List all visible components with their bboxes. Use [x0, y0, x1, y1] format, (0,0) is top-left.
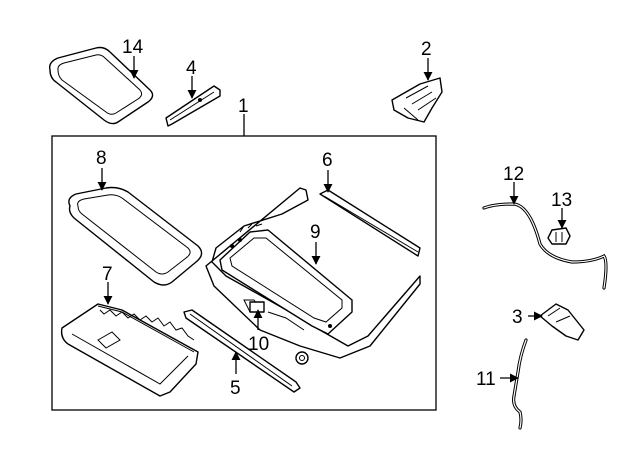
callout-12: 12 [503, 164, 524, 185]
callout-9: 9 [310, 222, 321, 243]
callout-7: 7 [102, 264, 113, 285]
part-13-hose-clip [547, 227, 571, 245]
part-3-bracket [539, 303, 585, 341]
callout-1: 1 [238, 96, 249, 117]
callout-3: 3 [512, 307, 523, 328]
part-6-side-rail [319, 189, 421, 257]
part-9-sunroof-frame [205, 187, 421, 359]
callout-6: 6 [322, 150, 333, 171]
part-5-deflector [183, 309, 301, 393]
part-8-sunroof-glass [68, 186, 203, 286]
callout-14: 14 [122, 37, 144, 58]
callout-11: 11 [476, 369, 496, 390]
part-14-glass-panel [48, 46, 154, 125]
callout-5: 5 [230, 378, 241, 399]
nut [295, 351, 309, 365]
callout-4: 4 [186, 58, 197, 79]
part-11-drain-hose [512, 338, 528, 430]
part-2-corner-bracket [391, 77, 443, 123]
part-10-clip [249, 301, 265, 313]
part-4-bracket [165, 85, 221, 127]
callout-10: 10 [248, 334, 269, 355]
callout-2: 2 [421, 39, 432, 60]
callout-8: 8 [96, 148, 107, 169]
part-12-drain-hose [482, 202, 608, 290]
callout-13: 13 [551, 190, 572, 211]
part-7-sunshade [60, 303, 199, 397]
